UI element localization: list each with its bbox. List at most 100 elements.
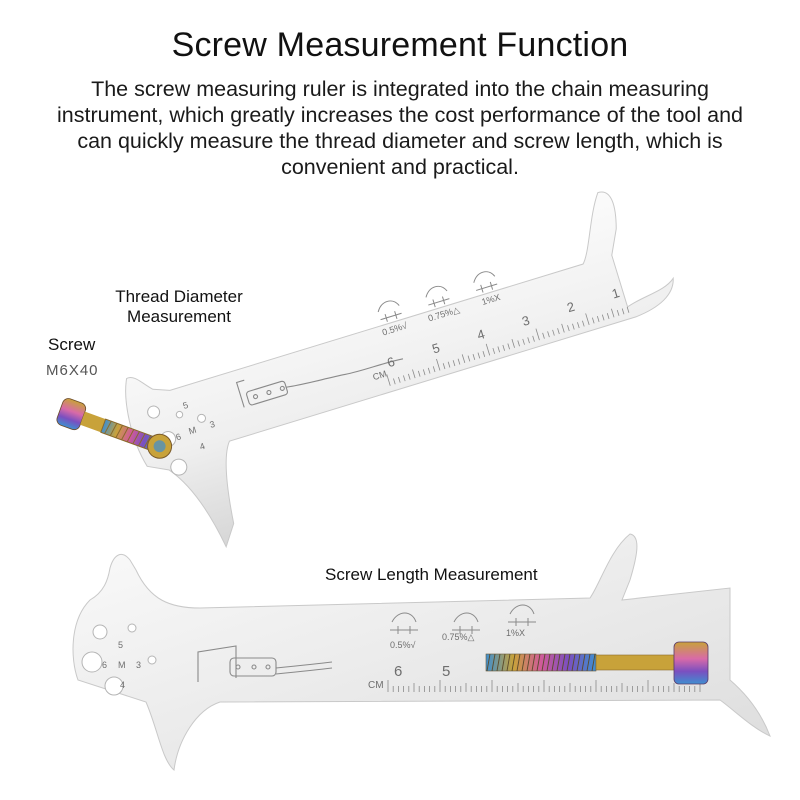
- top-hole-label-m: M: [187, 425, 197, 437]
- top-tool-body: [125, 191, 674, 549]
- ruler-tick: [585, 313, 590, 326]
- thread-line: [521, 653, 526, 672]
- ruler-tick: [577, 322, 580, 329]
- bottom-wear-label-1: 0.75%△: [442, 632, 475, 642]
- ruler-tick: [621, 308, 625, 315]
- top-ruler-number: 1: [610, 285, 621, 301]
- ruler-tick: [403, 375, 406, 382]
- thread-line: [561, 653, 566, 672]
- ruler-tick: [561, 323, 565, 333]
- screw-label: Screw: [48, 335, 96, 354]
- top-ruler-number: 6: [385, 354, 396, 370]
- bottom-hole-label-m: M: [118, 660, 126, 670]
- bottom-ruler-unit: CM: [368, 680, 384, 691]
- bottom-screw-thread: [485, 653, 597, 672]
- ruler-tick: [427, 367, 431, 374]
- thread-line: [526, 653, 531, 672]
- thread-line: [591, 653, 596, 672]
- ruler-tick: [417, 370, 421, 377]
- top-hole-label-6: 6: [175, 431, 183, 442]
- ruler-tick: [412, 369, 416, 379]
- thread-line: [551, 653, 556, 672]
- top-chain-engraving: [235, 358, 404, 408]
- ruler-tick: [535, 328, 540, 341]
- screw-size-label: M6X40: [46, 362, 99, 379]
- ruler-tick: [557, 328, 560, 335]
- ruler-tick: [457, 358, 461, 365]
- ruler-tick: [572, 323, 575, 330]
- ruler-tick: [467, 355, 471, 362]
- ruler-tick: [601, 314, 605, 321]
- thread-line: [571, 653, 576, 672]
- bottom-hole-label-5: 5: [118, 640, 123, 650]
- bottom-wear-icons: [390, 604, 536, 634]
- thread-line: [531, 653, 536, 672]
- bottom-ruler-number-5: 5: [442, 663, 450, 680]
- thread-line: [501, 653, 506, 672]
- bottom-screw: [485, 641, 709, 685]
- thread-line: [586, 653, 591, 672]
- bottom-tool: 5 6 M 3 4 0.5%√ 0.75%△ 1%X CM 6 5: [72, 533, 771, 771]
- ruler-tick: [511, 339, 515, 348]
- bottom-chain-engraving: [197, 645, 333, 682]
- screw-length-label: Screw Length Measurement: [325, 565, 538, 584]
- ruler-tick: [386, 374, 391, 386]
- ruler-tick: [626, 306, 630, 313]
- ruler-tick: [517, 340, 520, 347]
- thread-line: [546, 653, 551, 672]
- ruler-tick: [532, 335, 535, 342]
- top-ruler-unit: CM: [372, 369, 388, 383]
- top-hole-label-4: 4: [198, 441, 206, 452]
- top-ruler-ticks: [386, 306, 630, 386]
- top-ruler-number: 5: [430, 340, 441, 356]
- top-screw: [56, 398, 173, 459]
- top-wear-icons: [377, 271, 498, 322]
- thread-line: [536, 653, 541, 672]
- ruler-tick: [527, 337, 530, 344]
- thread-line: [541, 653, 546, 672]
- ruler-tick: [497, 346, 501, 353]
- bottom-hole-label-3: 3: [136, 660, 141, 670]
- ruler-tick: [606, 312, 610, 319]
- ruler-tick: [398, 376, 401, 383]
- ruler-tick: [492, 347, 496, 354]
- ruler-tick: [432, 366, 436, 373]
- ruler-tick: [472, 354, 476, 361]
- thread-line: [581, 653, 586, 672]
- top-hole-label-3: 3: [208, 419, 216, 430]
- thread-line: [566, 653, 571, 672]
- page-description: The screw measuring ruler is integrated …: [57, 77, 743, 179]
- ruler-tick: [393, 378, 396, 385]
- thread-line: [516, 653, 521, 672]
- thread-line: [491, 653, 496, 672]
- ruler-tick: [552, 329, 555, 336]
- ruler-tick: [502, 344, 506, 351]
- bottom-wear-label-0: 0.5%√: [390, 640, 416, 650]
- thread-line: [511, 653, 516, 672]
- ruler-tick: [436, 358, 441, 371]
- ruler-tick: [507, 343, 510, 350]
- top-hole-label-5: 5: [182, 400, 190, 411]
- thread-line: [496, 653, 501, 672]
- ruler-tick: [616, 309, 620, 316]
- ruler-tick: [442, 363, 446, 370]
- thread-diameter-label: Thread Diameter Measurement: [115, 287, 243, 326]
- thread-line: [556, 653, 561, 672]
- ruler-tick: [485, 343, 491, 356]
- thread-line: [486, 653, 491, 672]
- bottom-hole-label-6: 6: [102, 660, 107, 670]
- thread-line: [576, 653, 581, 672]
- ruler-tick: [452, 360, 456, 367]
- bottom-ruler-number-6: 6: [394, 663, 402, 680]
- ruler-tick: [611, 308, 615, 318]
- top-ruler-number: 4: [475, 326, 486, 342]
- ruler-tick: [567, 325, 570, 332]
- ruler-tick: [596, 316, 600, 322]
- ruler-tick: [522, 338, 525, 345]
- ruler-tick: [547, 331, 550, 338]
- ruler-tick: [582, 320, 585, 327]
- bottom-hole-label-4: 4: [120, 680, 125, 690]
